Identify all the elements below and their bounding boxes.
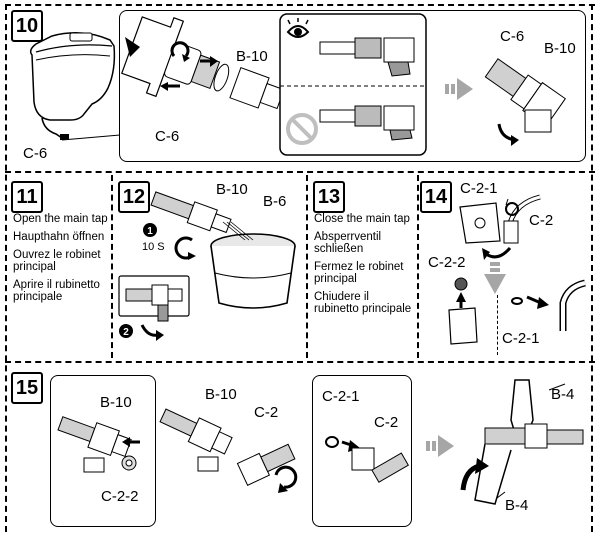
- pull-arrow-icon: [200, 56, 218, 67]
- step-number-12: 12: [118, 181, 150, 213]
- prohibited-icon: [286, 113, 318, 145]
- bucket-illustration: [210, 221, 296, 309]
- label-b10-left: B-10: [100, 394, 132, 411]
- label-b10-mid: B-10: [205, 386, 237, 403]
- divider-step11-12: [111, 175, 113, 358]
- label-c2-right: C-2: [374, 414, 399, 431]
- divider-step14-inner: [497, 295, 498, 355]
- valve-mid-illustration: [159, 408, 298, 493]
- rotate-arrow-icon-2: [160, 82, 180, 91]
- rotate-arrow-icon: [170, 41, 190, 62]
- instruction-it: Chiudere il rubinetto principale: [314, 291, 412, 315]
- row-divider-2: [5, 361, 595, 363]
- washer-fit-illustration-15: [325, 436, 410, 483]
- wrench-tighten-illustration: [460, 379, 584, 505]
- instruction-fr: Fermez le robinet principal: [314, 261, 404, 285]
- eye-icon: [286, 18, 310, 38]
- label-c6-toilet: C-6: [23, 145, 48, 162]
- label-b4-bottom: B-4: [505, 497, 529, 514]
- label-c6-right: C-6: [500, 28, 525, 45]
- label-c2-step14: C-2: [529, 212, 554, 229]
- divider-step13-14: [417, 175, 419, 358]
- label-c22-step15: C-2-2: [101, 488, 139, 505]
- valve-left-illustration: [57, 416, 140, 473]
- left-dashed-border: [5, 4, 7, 532]
- step-number-15: 15: [11, 372, 43, 404]
- toilet-illustration: [29, 32, 116, 140]
- valve-disassembly: [121, 16, 285, 110]
- flush-time: 10 S: [142, 241, 165, 253]
- label-c6-mid: C-6: [155, 128, 180, 145]
- step-11-instructions: Open the main tap Haupthahn öffnen Ouvre…: [13, 213, 108, 309]
- svg-text:2: 2: [123, 327, 129, 338]
- label-c21-top: C-2-1: [460, 180, 498, 197]
- rotate-arrow-icon-step14: [482, 246, 512, 260]
- washer-c22-icon: [121, 455, 137, 471]
- svg-text:1: 1: [147, 226, 153, 237]
- step-number-10: 10: [11, 10, 43, 42]
- filter-insert-illustration: [448, 277, 478, 345]
- instruction-it: Aprire il rubinetto principale: [13, 279, 100, 303]
- closed-valve-inset: 2: [118, 275, 190, 341]
- label-c21-step15: C-2-1: [322, 388, 360, 405]
- flush-valve-illustration: [150, 191, 232, 234]
- compare-panel: [279, 13, 427, 156]
- label-b4-top: B-4: [551, 386, 575, 403]
- instruction-de: Haupthahn öffnen: [13, 231, 105, 243]
- step-1-marker: 1: [143, 223, 157, 237]
- instruction-en: Open the main tap: [13, 213, 108, 225]
- assembled-valve: [484, 58, 567, 146]
- label-c21-bottom: C-2-1: [502, 330, 540, 347]
- filter-bag-illustration: [459, 194, 541, 244]
- top-dashed-border: [5, 4, 595, 6]
- label-c22-step14: C-2-2: [428, 254, 466, 271]
- label-b10-step12: B-10: [216, 181, 248, 198]
- next-arrow-icon-15: [426, 435, 454, 457]
- washer-fit-illustration: [511, 279, 586, 331]
- instruction-en: Close the main tap: [314, 213, 410, 225]
- label-b6: B-6: [263, 193, 287, 210]
- label-b10-right: B-10: [544, 40, 576, 57]
- divider-step12-13: [306, 175, 308, 358]
- rotate-arrow-icon-step12: [174, 236, 196, 260]
- instruction-fr: Ouvrez le robinet principal: [13, 249, 101, 273]
- right-dashed-border: [591, 4, 593, 532]
- down-arrow-icon: [484, 262, 506, 294]
- next-arrow-icon: [445, 78, 473, 100]
- pointer-line-toilet: [61, 134, 121, 141]
- step-13-instructions: Close the main tap Absperrventil schließ…: [314, 213, 414, 321]
- instruction-de: Absperrventil schließen: [314, 231, 382, 255]
- step-number-14: 14: [420, 181, 452, 213]
- label-c2-mid: C-2: [254, 404, 279, 421]
- step-number-11: 11: [11, 181, 43, 213]
- row-divider-1: [5, 171, 595, 173]
- label-b10: B-10: [236, 48, 268, 65]
- step-number-13: 13: [313, 181, 345, 213]
